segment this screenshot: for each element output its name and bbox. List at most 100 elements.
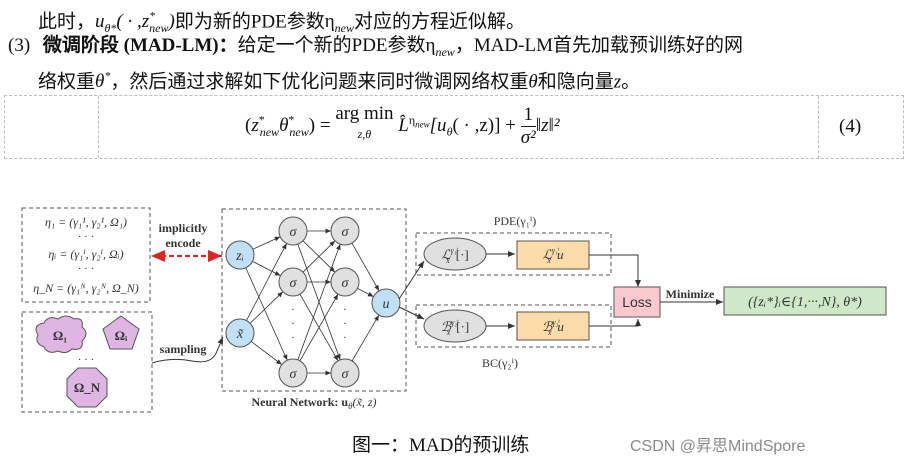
network-edge [246, 243, 287, 321]
domains-box [21, 311, 153, 413]
u-to-bc-arrow [398, 306, 425, 320]
input-node-z-label: zᵢ [235, 249, 244, 264]
vertical-dots: · [343, 316, 347, 330]
text-fragment: 对应的方程近似解。 [354, 11, 526, 33]
figure-caption: 图一：MAD的预训练 [352, 435, 530, 456]
dots: · · · [78, 354, 95, 366]
input-node-x-label: x̃ [236, 327, 244, 342]
text-line-1: 此时，uθ*( · ,z*new)即为新的PDE参数ηnew对应的方程近似解。 [38, 4, 525, 40]
output-node-u [371, 288, 401, 318]
network-edges [245, 228, 380, 376]
math-u: uθ* [95, 11, 117, 36]
u-to-pde-arrow [398, 260, 425, 300]
hidden-node-layer-1 [278, 267, 308, 297]
hidden-node-layer-2-label: σ [342, 367, 350, 382]
watermark: CSDN @昇思MindSpore [630, 438, 806, 455]
encode-label: encode [165, 236, 201, 250]
text-fragment: ，MAD-LM首先加载预训练好的网 [454, 35, 743, 56]
network-edge [252, 236, 281, 250]
text-line-3: 络权重θ*，然后通过求解如下优化问题来同时微调网络权重θ和隐向量z。 [38, 64, 640, 94]
sampling-arrow [151, 336, 224, 364]
minimize-label: Minimize [666, 287, 715, 301]
network-edge [297, 244, 341, 360]
math-theta-star: θ* [95, 69, 111, 93]
vertical-dots: · [343, 330, 347, 344]
network-edge [252, 260, 281, 277]
bc-to-loss-arrow [589, 319, 641, 327]
output-box [723, 286, 887, 316]
eta-N: η_N = (γ₁ᴺ, γ₂ᴺ, Ω_N) [33, 281, 139, 295]
pde-result-box [516, 240, 590, 270]
neural-network-box [221, 208, 407, 392]
bc-title: BC(γ₂ⁱ) [482, 356, 518, 370]
vertical-dots: · [291, 302, 295, 316]
table-divider [98, 96, 99, 158]
math-arg: ( · ,z*new) [116, 9, 175, 36]
eta-i: ηᵢ = (γ₁ⁱ, γ₂ⁱ, Ωᵢ) [48, 247, 123, 261]
cloud-shape-omega-1 [35, 315, 87, 354]
network-edge [245, 267, 288, 361]
text-line-2: (3) 微调阶段 (MAD-LM)：给定一个新的PDE参数ηnew，MAD-LM… [8, 34, 743, 64]
vertical-dots: · [343, 302, 347, 316]
network-edge [302, 240, 336, 273]
vertical-dots: · [291, 330, 295, 344]
hidden-node-layer-2-label: σ [342, 276, 350, 291]
params-box [21, 207, 151, 303]
sampling-label: sampling [160, 342, 207, 356]
output-node-u-label: u [383, 297, 390, 312]
hidden-node-layer-2 [330, 358, 360, 388]
network-edge [351, 242, 380, 292]
network-label: Neural Network: uθ(x̃, z) [251, 395, 376, 411]
loss-box [613, 286, 661, 318]
item-number: (3) [8, 35, 31, 56]
network-edge [357, 288, 374, 297]
input-node-x [225, 318, 255, 348]
network-edge [351, 314, 380, 362]
equation-number: (4) [839, 116, 862, 137]
hidden-node-layer-2-label: σ [342, 225, 350, 240]
loss-label: Loss [622, 294, 652, 310]
hidden-node-layer-1-label: σ [290, 276, 298, 291]
text-fragment: 。 [621, 71, 641, 93]
network-edge [250, 341, 283, 365]
pde-to-loss-arrow [589, 254, 641, 287]
input-node-z [225, 240, 255, 270]
network-edge [249, 291, 284, 324]
pde-title: PDE(γ₁ⁱ) [494, 214, 537, 228]
omega-N-label: Ω_N [74, 380, 101, 395]
hidden-node-layer-1 [278, 358, 308, 388]
omega-i-label: Ωᵢ [115, 328, 128, 343]
omega-1-label: Ω₁ [53, 328, 67, 343]
hidden-node-layer-1-label: σ [290, 225, 298, 240]
eta-1: η₁ = (γ₁¹, γ₂¹, Ω₁) [45, 215, 127, 229]
text-fragment: ，然后通过求解如下优化问题来同时微调网络权重 [110, 71, 529, 93]
implicitly-label: implicitly [159, 221, 208, 235]
text-fragment: 给定一个新的PDE参数 [237, 35, 426, 56]
vertical-dots: · [291, 316, 295, 330]
hidden-node-layer-2 [330, 216, 360, 246]
hidden-node-layer-1 [278, 216, 308, 246]
hidden-node-layer-2 [330, 267, 360, 297]
network-edge [299, 293, 339, 362]
math-eta: ηnew [324, 11, 355, 36]
item-title: 微调阶段 (MAD-LM)： [42, 35, 238, 56]
dots: · · · [78, 231, 95, 243]
table-divider [818, 96, 819, 158]
text-fragment: 和隐向量 [537, 71, 614, 93]
text-fragment: 即为新的PDE参数 [174, 11, 325, 33]
math-theta: θ [528, 71, 538, 93]
loss-symbol: L̂ [398, 114, 409, 136]
text-fragment: 此时， [38, 11, 96, 33]
hidden-node-layer-1-label: σ [290, 367, 298, 382]
text-fragment: 络权重 [38, 71, 96, 93]
pentagon-shape-omega-i [102, 315, 140, 350]
math-z: z [613, 71, 622, 93]
output-label: ({zᵢ*}ᵢ∈{1,···,N}, θ*) [748, 295, 862, 310]
